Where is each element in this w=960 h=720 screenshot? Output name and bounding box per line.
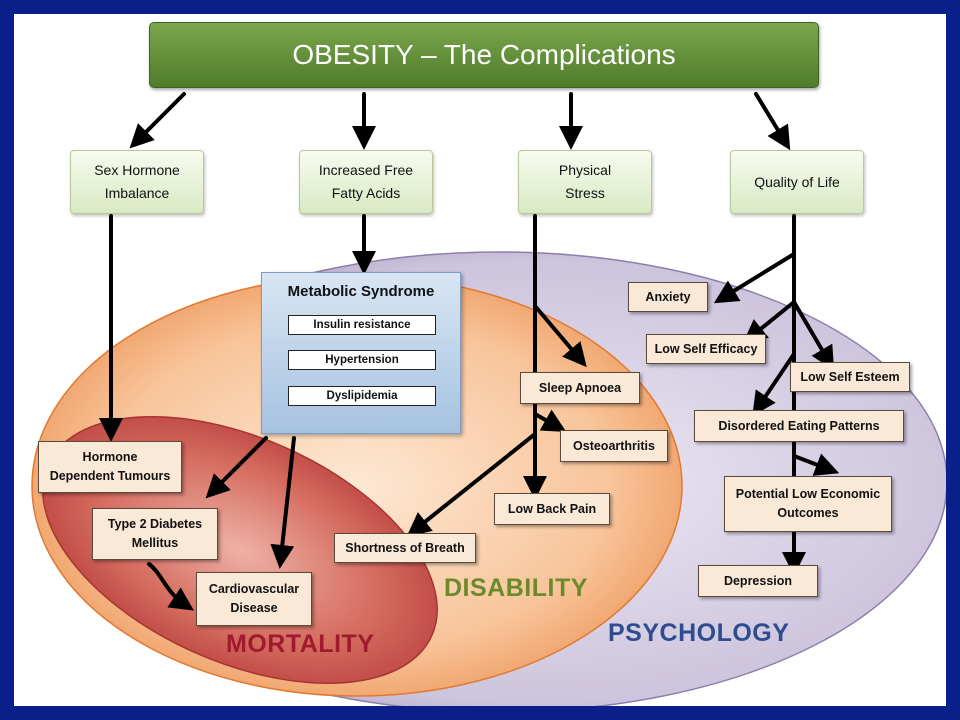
slide-frame: OBESITY – The Complications Sex Hormone …	[14, 14, 946, 706]
low-economic-outcomes-box: Potential Low Economic Outcomes	[724, 476, 892, 532]
arrow-to-shortness-of-breath	[406, 432, 537, 537]
arrow-to-cardiovascular	[270, 436, 296, 569]
category-quality-of-life: Quality of Life	[730, 150, 864, 214]
low-self-esteem-box: Low Self Esteem	[790, 362, 910, 392]
sleep-apnoea-box: Sleep Apnoea	[520, 372, 640, 404]
anxiety-box: Anxiety	[628, 282, 708, 312]
arrow-to-disordered-eating	[752, 352, 796, 416]
disordered-eating-patterns-box: Disordered Eating Patterns	[694, 410, 904, 442]
arrow-to-low-self-efficacy	[742, 300, 796, 344]
category-sex-hormone-imbalance: Sex Hormone Imbalance	[70, 150, 204, 214]
osteoarthritis-box: Osteoarthritis	[560, 430, 668, 462]
metabolic-syndrome-title: Metabolic Syndrome	[287, 283, 435, 300]
arrow-to-osteoarthritis	[533, 409, 567, 432]
hormone-dependent-tumours-box: Hormone Dependent Tumours	[38, 441, 182, 493]
low-back-pain-box: Low Back Pain	[494, 493, 610, 525]
arrow-to-type2-diabetes	[205, 436, 268, 499]
mortality-label: MORTALITY	[226, 630, 375, 658]
arrow-diabetes-to-cardiovascular	[147, 562, 194, 611]
diagram-title: OBESITY – The Complications	[149, 22, 819, 88]
insulin-resistance-item: Insulin resistance	[288, 315, 436, 335]
cardiovascular-disease-box: Cardiovascular Disease	[196, 572, 312, 626]
metabolic-syndrome-box: Metabolic Syndrome Insulin resistance Hy…	[261, 272, 461, 434]
disability-label: DISABILITY	[444, 574, 588, 602]
arrow-to-sleep-apnoea	[533, 304, 587, 368]
type2-diabetes-box: Type 2 Diabetes Mellitus	[92, 508, 218, 560]
dyslipidemia-item: Dyslipidemia	[288, 386, 436, 406]
hypertension-item: Hypertension	[288, 350, 436, 370]
arrow-to-anxiety	[713, 252, 796, 304]
depression-box: Depression	[698, 565, 818, 597]
psychology-label: PSYCHOLOGY	[608, 619, 790, 647]
low-self-efficacy-box: Low Self Efficacy	[646, 334, 766, 364]
arrow-to-low-economic	[792, 453, 840, 476]
category-physical-stress: Physical Stress	[518, 150, 652, 214]
arrow-to-sex-hormone	[129, 92, 186, 149]
shortness-of-breath-box: Shortness of Breath	[334, 533, 476, 563]
category-increased-free-fatty-acids: Increased Free Fatty Acids	[299, 150, 433, 214]
arrow-to-quality-of-life	[754, 92, 791, 151]
arrow-to-low-self-esteem	[792, 300, 835, 371]
